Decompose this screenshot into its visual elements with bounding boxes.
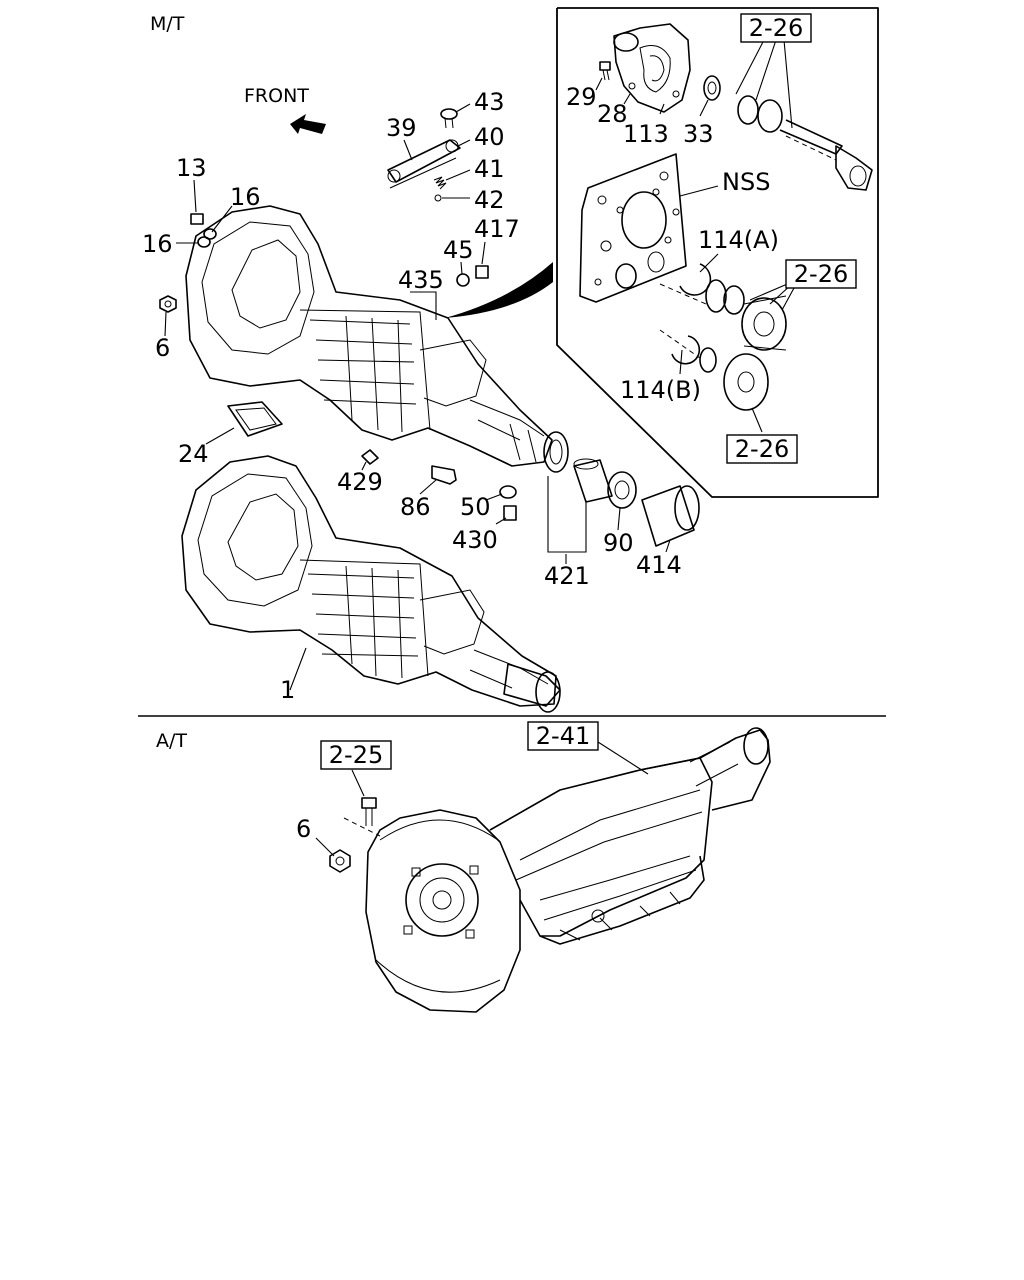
ref-box-2-26-top: 2-26 [740,13,812,43]
leader-lines [164,39,795,857]
manual-transmission-exploded [185,205,569,473]
bolt-43 [440,108,458,129]
bolt-13-and-washers [190,213,217,248]
callout-86: 86 [400,493,431,521]
callout-33: 33 [683,120,714,148]
automatic-transmission-assembly [365,727,771,1013]
spring-41 [433,176,447,190]
callout-50: 50 [460,493,491,521]
washer-45-and-plug-417 [456,265,489,287]
seal-90 [607,471,637,509]
callout-13: 13 [176,154,207,182]
ref-box-2-41: 2-41 [527,721,599,751]
ref-box-2-25: 2-25 [320,740,392,770]
callout-39: 39 [386,114,417,142]
callout-114a: 114(A) [698,226,779,254]
bolt-2-25 [343,797,381,837]
callout-6-upper: 6 [155,334,170,362]
sleeve-414 [641,485,700,547]
washer-50-and-plug-430 [499,485,517,521]
ref-box-2-26-bottom: 2-26 [726,434,798,464]
counter-gear-detail [659,329,769,411]
callout-435: 435 [398,266,444,294]
callout-90: 90 [603,529,634,557]
ref-box-2-26-middle: 2-26 [785,259,857,289]
callout-429: 429 [337,468,383,496]
callout-113: 113 [623,120,669,148]
callout-430: 430 [452,526,498,554]
svg-text:2-26: 2-26 [749,14,803,42]
callout-421: 421 [544,562,590,590]
callouts: 43 39 40 41 42 13 16 16 6 45 417 435 24 … [142,83,779,843]
shift-lever-39 [387,139,461,189]
bolt-29 [599,61,611,81]
callout-114b: 114(B) [620,376,701,404]
detail-inset [445,7,879,498]
svg-text:2-26: 2-26 [735,435,789,463]
sleeve-421 [573,458,613,503]
callout-40: 40 [474,123,505,151]
extension-housing-detail [613,23,691,113]
callout-29: 29 [566,83,597,111]
ball-42 [434,194,442,202]
front-label: FRONT [244,85,309,107]
section-label-manual: M/T [150,13,185,35]
callout-16-left: 16 [142,230,173,258]
section-label-automatic: A/T [156,730,187,752]
snap-ring-114b [671,335,701,365]
svg-text:2-25: 2-25 [329,741,383,769]
bearing-33 [703,75,721,101]
nut-6-lower [329,849,351,873]
bolt-86 [431,465,457,485]
output-shaft-detail [737,95,873,191]
callout-41: 41 [474,155,505,183]
callout-24: 24 [178,440,209,468]
svg-text:2-26: 2-26 [794,260,848,288]
callout-414: 414 [636,551,682,579]
gasket-24 [227,401,283,437]
manual-transmission-assembly [181,455,561,713]
callout-45: 45 [443,236,474,264]
callout-417: 417 [474,215,520,243]
svg-text:2-41: 2-41 [536,722,590,750]
nut-6-upper [159,295,177,313]
callout-6-lower: 6 [296,815,311,843]
callout-43: 43 [474,88,505,116]
front-arrow-icon [290,114,326,134]
callout-42: 42 [474,186,505,214]
callout-16-upper: 16 [230,183,261,211]
dowel-pin-429 [361,449,379,465]
callout-28: 28 [597,100,628,128]
callout-1: 1 [280,676,295,704]
gear-assembly-detail [659,279,787,351]
intermediate-plate-detail [579,153,687,303]
callout-nss: NSS [722,168,770,196]
